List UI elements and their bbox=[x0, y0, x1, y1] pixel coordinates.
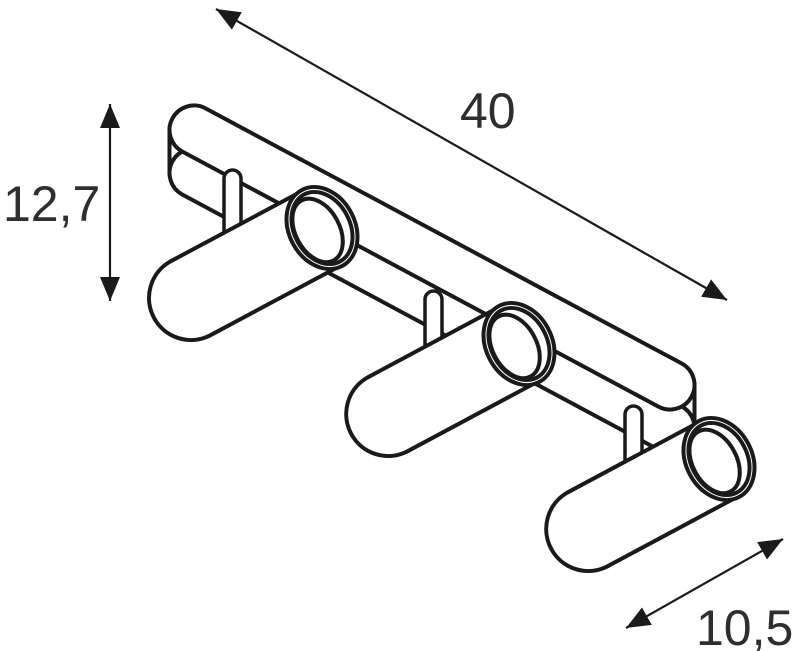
dimension-depth-label: 10,5 bbox=[696, 600, 793, 651]
arrowhead-depth-upper-icon bbox=[757, 539, 783, 560]
dimension-length-line bbox=[215, 8, 728, 301]
rail-top-face bbox=[167, 103, 697, 412]
spotlight-3-lens bbox=[687, 427, 742, 496]
arrowhead-depth-lower-icon bbox=[626, 607, 652, 628]
spotlight-1-lens bbox=[290, 196, 345, 265]
dimension-length-label: 40 bbox=[460, 83, 516, 139]
arrowhead-height-top-icon bbox=[100, 104, 120, 128]
dimension-height-label: 12,7 bbox=[3, 176, 100, 232]
arrowhead-height-bottom-icon bbox=[100, 277, 120, 301]
spotlight-3 bbox=[544, 404, 757, 573]
spotlight-2-lens bbox=[487, 312, 542, 381]
arrowhead-length-upper-icon bbox=[216, 9, 242, 30]
arrowhead-length-lower-icon bbox=[701, 279, 727, 300]
luminaire-fixture bbox=[147, 103, 757, 573]
spotlight-1 bbox=[147, 168, 360, 342]
dimension-arrowheads bbox=[100, 9, 783, 628]
dimension-depth-line bbox=[625, 538, 784, 629]
spotlight-2 bbox=[344, 289, 557, 458]
dimension-lines bbox=[108, 8, 784, 629]
dimension-labels: 40 12,7 10,5 bbox=[3, 83, 793, 651]
